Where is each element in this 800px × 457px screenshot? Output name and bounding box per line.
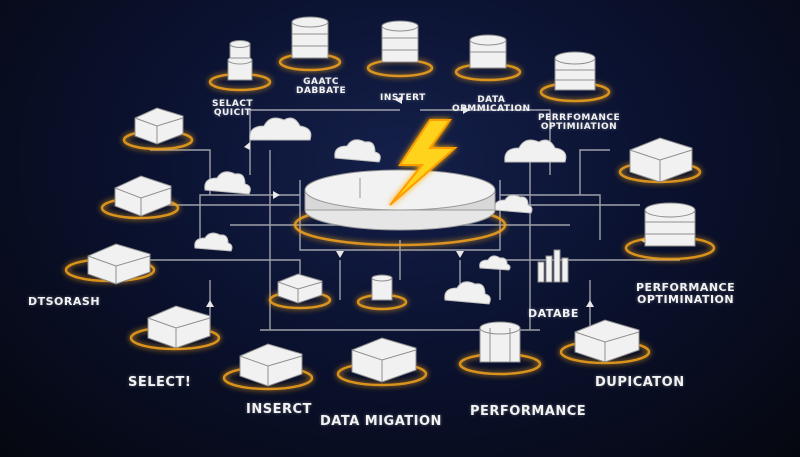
connector-line <box>199 194 300 240</box>
arrow-icon <box>273 191 280 199</box>
cloud-icon <box>504 139 567 163</box>
database-cylinder-icon <box>469 34 507 69</box>
bar-chart-icon <box>537 249 569 283</box>
label-performance-bottom: PERFORMANCE <box>470 404 587 419</box>
cloud-icon <box>444 281 491 305</box>
connector-line <box>579 149 610 195</box>
server-box-icon <box>134 107 184 145</box>
arrow-icon <box>586 300 594 307</box>
arrow-icon <box>456 251 464 258</box>
arrow-icon <box>395 96 402 104</box>
server-box-icon <box>114 175 172 217</box>
arrow-icon <box>336 251 344 258</box>
cloud-icon <box>479 255 511 271</box>
database-cylinder-icon <box>554 51 596 91</box>
database-cylinder-icon <box>227 40 253 81</box>
server-box-icon <box>147 305 211 349</box>
label-duplication: DUPICATON <box>595 375 685 390</box>
server-box-icon <box>87 243 151 285</box>
cloud-icon <box>204 171 251 195</box>
connector-line <box>500 194 601 240</box>
database-cylinder-icon <box>381 20 419 63</box>
database-cylinder-icon <box>291 16 329 59</box>
cloud-icon <box>334 139 381 163</box>
label-insert-bottom: INSERCT <box>246 402 312 417</box>
server-box-icon <box>629 137 693 183</box>
cylinder-nodes <box>227 16 696 363</box>
database-cylinder-icon <box>479 321 521 363</box>
database-cylinder-icon <box>644 202 696 247</box>
arrow-icon <box>206 300 214 307</box>
lightning-bolt-icon <box>389 119 458 206</box>
server-box-icon <box>239 343 303 387</box>
label-dtsorash: DTSORASH <box>28 295 101 308</box>
server-box-icon <box>277 273 323 304</box>
database-cylinder-icon <box>371 274 393 301</box>
cloud-icon <box>249 117 312 141</box>
label-database-right: DATABE <box>528 307 579 320</box>
label-data-migation: DATA MIGATION <box>320 414 442 429</box>
server-box-icon <box>574 319 640 363</box>
arrow-icon <box>244 142 250 150</box>
connector-line <box>249 109 400 175</box>
cloud-icon <box>194 232 233 252</box>
arrow-icon <box>463 106 470 114</box>
label-insert-top: INSTERT <box>380 93 426 103</box>
server-box-icon <box>351 337 417 383</box>
label-select-bottom: SELECT! <box>128 375 192 390</box>
cloud-icon <box>494 194 533 214</box>
clouds <box>194 117 567 305</box>
central-database-disk <box>304 169 496 231</box>
box-nodes <box>87 107 693 387</box>
